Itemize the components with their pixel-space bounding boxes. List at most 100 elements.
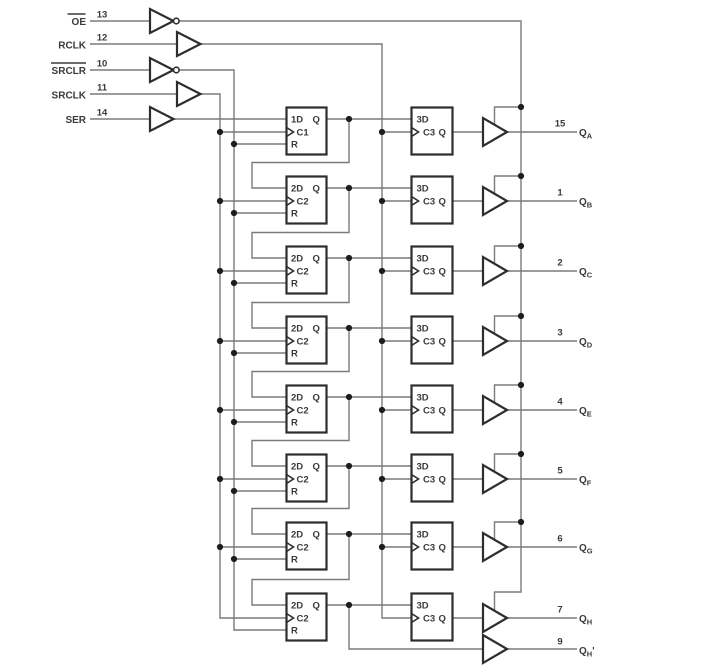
output-buffer-icon: [481, 116, 510, 148]
ff-clock-chevron-icon: [286, 541, 295, 553]
junction-dot: [216, 406, 224, 414]
ff-q-label: Q: [313, 184, 320, 195]
output-pin-number: 15: [555, 119, 566, 130]
junction-dot: [378, 406, 386, 414]
ff-clk-label: C2: [297, 543, 309, 554]
input-label-oe: OE: [72, 17, 87, 28]
ff-r-label: R: [291, 140, 298, 151]
input-labels: OE 13 RCLK 12 SRCLR 10 SRCLK 11 SER 14: [51, 10, 108, 126]
junction-dot: [517, 381, 525, 389]
ff-clock-chevron-icon: [286, 612, 295, 624]
junction-dot: [345, 393, 353, 401]
latch-q-label: Q: [439, 543, 446, 554]
junction-dot: [378, 337, 386, 345]
stage-row-1: 1D Q C1 R 3D C3 Q 15 QA: [216, 103, 593, 189]
serial-output-name: QH': [579, 646, 595, 659]
latch-clk-label: C3: [423, 543, 435, 554]
ff-q-label: Q: [313, 462, 320, 473]
junction-dot: [345, 530, 353, 538]
junction-dot: [345, 184, 353, 192]
latch-clk-label: C3: [423, 406, 435, 417]
output-pin-number: 2: [557, 258, 562, 269]
ff-r-label: R: [291, 279, 298, 290]
latch-clock-chevron-icon: [411, 265, 420, 277]
storage-latch-box: [410, 175, 454, 225]
junction-dot: [378, 267, 386, 275]
junction-dot: [230, 140, 238, 148]
latch-clock-chevron-icon: [411, 335, 420, 347]
srclr-bus-wire: [179, 69, 287, 631]
output-name: QF: [579, 475, 592, 488]
stage-row-8: 2D Q C2 R 3D C3 Q 7 QH 9 QH': [285, 592, 595, 665]
buffer-enable-wire: [493, 245, 521, 264]
junction-dot: [517, 518, 525, 526]
output-name: QG: [579, 543, 593, 556]
junction-dot: [230, 279, 238, 287]
stage-row-7: 2D Q C2 R 3D C3 Q 6 QG: [216, 518, 593, 606]
ff-clk-label: C1: [297, 128, 310, 139]
junction-dot: [345, 115, 353, 123]
latch-q-label: Q: [439, 337, 446, 348]
stage-row-3: 2D Q C2 R 3D C3 Q 2 QC: [216, 242, 593, 329]
ff-q-label: Q: [313, 601, 320, 612]
latch-q-label: Q: [439, 614, 446, 625]
ff-q-label: Q: [313, 324, 320, 335]
output-name: QH: [579, 614, 592, 627]
input-label-rclk: RCLK: [58, 41, 87, 52]
latch-q-label: Q: [439, 197, 446, 208]
latch-clk-label: C3: [423, 337, 435, 348]
input-bus-wires: [90, 20, 522, 631]
srclr-inverter-icon: [148, 56, 176, 84]
latch-q-label: Q: [439, 475, 446, 486]
latch-clock-chevron-icon: [411, 404, 420, 416]
junction-dot: [378, 543, 386, 551]
junction-dot: [230, 209, 238, 217]
latch-q-label: Q: [439, 128, 446, 139]
ff-q-label: Q: [313, 254, 320, 265]
output-buffer-icon: [481, 531, 510, 563]
output-buffer-icon: [481, 602, 510, 634]
latch-q-label: Q: [439, 267, 446, 278]
ff-d-label: 2D: [291, 393, 303, 404]
serial-chain-wire: [251, 258, 350, 329]
ff-d-label: 2D: [291, 184, 303, 195]
srclr-inverter-bubble-icon: [172, 66, 180, 74]
output-buffer-icon: [481, 463, 510, 495]
input-pin-srclk: 11: [97, 83, 108, 94]
buffer-enable-wire: [493, 384, 521, 403]
serial-chain-wire: [251, 119, 350, 189]
latch-d-label: 3D: [417, 601, 429, 612]
junction-dot: [345, 324, 353, 332]
latch-d-label: 3D: [417, 530, 429, 541]
ff-clock-chevron-icon: [286, 335, 295, 347]
latch-clock-chevron-icon: [411, 612, 420, 624]
buffer-enable-wire: [493, 106, 521, 125]
latch-d-label: 3D: [417, 184, 429, 195]
latch-clk-label: C3: [423, 197, 435, 208]
latch-q-label: Q: [439, 406, 446, 417]
oe-inverter-icon: [148, 7, 176, 35]
latch-d-label: 3D: [417, 393, 429, 404]
junction-dot: [517, 242, 525, 250]
output-pin-number: 6: [557, 534, 562, 545]
latch-d-label: 3D: [417, 324, 429, 335]
ff-clk-label: C2: [297, 406, 309, 417]
serial-chain-wire: [251, 328, 350, 398]
output-pin-number: 1: [557, 188, 563, 199]
ff-clock-chevron-icon: [286, 404, 295, 416]
input-gates: [148, 7, 203, 133]
latch-d-label: 3D: [417, 462, 429, 473]
serial-output-pin-number: 9: [557, 637, 562, 648]
ff-clk-label: C2: [297, 475, 309, 486]
junction-dot: [378, 475, 386, 483]
ff-clk-label: C2: [297, 337, 309, 348]
serial-chain-wire: [251, 188, 350, 259]
ff-d-label: 2D: [291, 324, 303, 335]
ff-r-label: R: [291, 349, 298, 360]
ff-clk-label: C2: [297, 197, 309, 208]
input-label-srclk: SRCLK: [52, 91, 87, 102]
ff-d-label: 2D: [291, 601, 303, 612]
ff-r-label: R: [291, 555, 298, 566]
input-label-srclr: SRCLR: [52, 66, 87, 77]
ff-r-label: R: [291, 626, 298, 637]
